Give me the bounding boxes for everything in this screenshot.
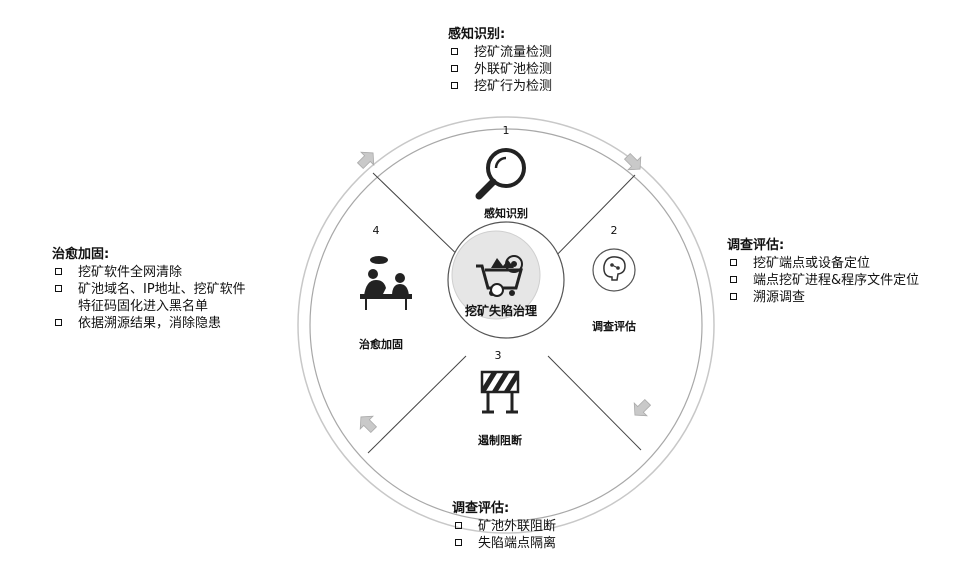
stage-1-label: 感知识别 xyxy=(484,207,528,220)
flow-arrow-icon xyxy=(633,398,652,417)
list-item: 端点挖矿进程&程序文件定位 xyxy=(727,272,919,289)
right-panel-list: 挖矿端点或设备定位 端点挖矿进程&程序文件定位 溯源调查 xyxy=(727,255,919,306)
list-item: 挖矿行为检测 xyxy=(448,78,552,95)
flow-arrow-icon xyxy=(356,151,375,170)
list-item: 外联矿池检测 xyxy=(448,61,552,78)
stage-2-label: 调查评估 xyxy=(592,320,636,333)
list-item: 溯源调查 xyxy=(727,289,919,306)
list-item: 挖矿端点或设备定位 xyxy=(727,255,919,272)
top-panel-title: 感知识别: xyxy=(448,27,506,42)
bottom-panel-title: 调查评估: xyxy=(452,501,510,516)
stage-4-label: 治愈加固 xyxy=(359,338,403,351)
mining-cart-icon xyxy=(476,255,523,297)
middle-ring xyxy=(309,128,703,522)
magnifier-icon xyxy=(475,148,526,200)
left-panel-list: 挖矿软件全网清除 矿池域名、IP地址、挖矿软件 特征码固化进入黑名单 依据溯源结… xyxy=(52,264,246,332)
surgery-icon xyxy=(360,256,412,310)
list-item: 矿池域名、IP地址、挖矿软件 特征码固化进入黑名单 xyxy=(52,281,246,315)
stage-3-label: 遏制阻断 xyxy=(478,434,522,447)
bottom-panel: 调查评估: 矿池外联阻断 失陷端点隔离 xyxy=(452,500,556,552)
right-panel-title: 调查评估: xyxy=(727,238,785,253)
list-item: 矿池外联阻断 xyxy=(452,518,556,535)
brain-chip-icon xyxy=(592,248,636,292)
flow-arrow-icon xyxy=(359,415,378,434)
divider-sw xyxy=(367,355,467,454)
divider-nw xyxy=(372,172,468,265)
divider-ne xyxy=(547,174,636,265)
bottom-panel-list: 矿池外联阻断 失陷端点隔离 xyxy=(452,518,556,552)
center-label: 挖矿失陷治理 xyxy=(464,304,538,318)
list-item: 失陷端点隔离 xyxy=(452,535,556,552)
left-panel: 治愈加固: 挖矿软件全网清除 矿池域名、IP地址、挖矿软件 特征码固化进入黑名单… xyxy=(52,246,246,332)
list-item: 依据溯源结果，消除隐患 xyxy=(52,315,246,332)
flow-arrow-icon xyxy=(623,152,642,171)
outer-ring xyxy=(297,116,715,534)
list-item: 挖矿软件全网清除 xyxy=(52,264,246,281)
right-panel: 调查评估: 挖矿端点或设备定位 端点挖矿进程&程序文件定位 溯源调查 xyxy=(727,237,919,306)
top-panel: 感知识别: 挖矿流量检测 外联矿池检测 挖矿行为检测 xyxy=(448,26,552,95)
list-item: 挖矿流量检测 xyxy=(448,44,552,61)
center-inner-circle xyxy=(451,230,541,320)
stage-1-number: 1 xyxy=(502,124,510,137)
divider-se xyxy=(547,355,642,451)
stage-2-number: 2 xyxy=(610,224,618,237)
stage-3-number: 3 xyxy=(494,349,502,362)
left-panel-title: 治愈加固: xyxy=(52,247,110,262)
stage-4-number: 4 xyxy=(372,224,380,237)
barrier-icon xyxy=(480,370,520,414)
top-panel-list: 挖矿流量检测 外联矿池检测 挖矿行为检测 xyxy=(448,44,552,95)
